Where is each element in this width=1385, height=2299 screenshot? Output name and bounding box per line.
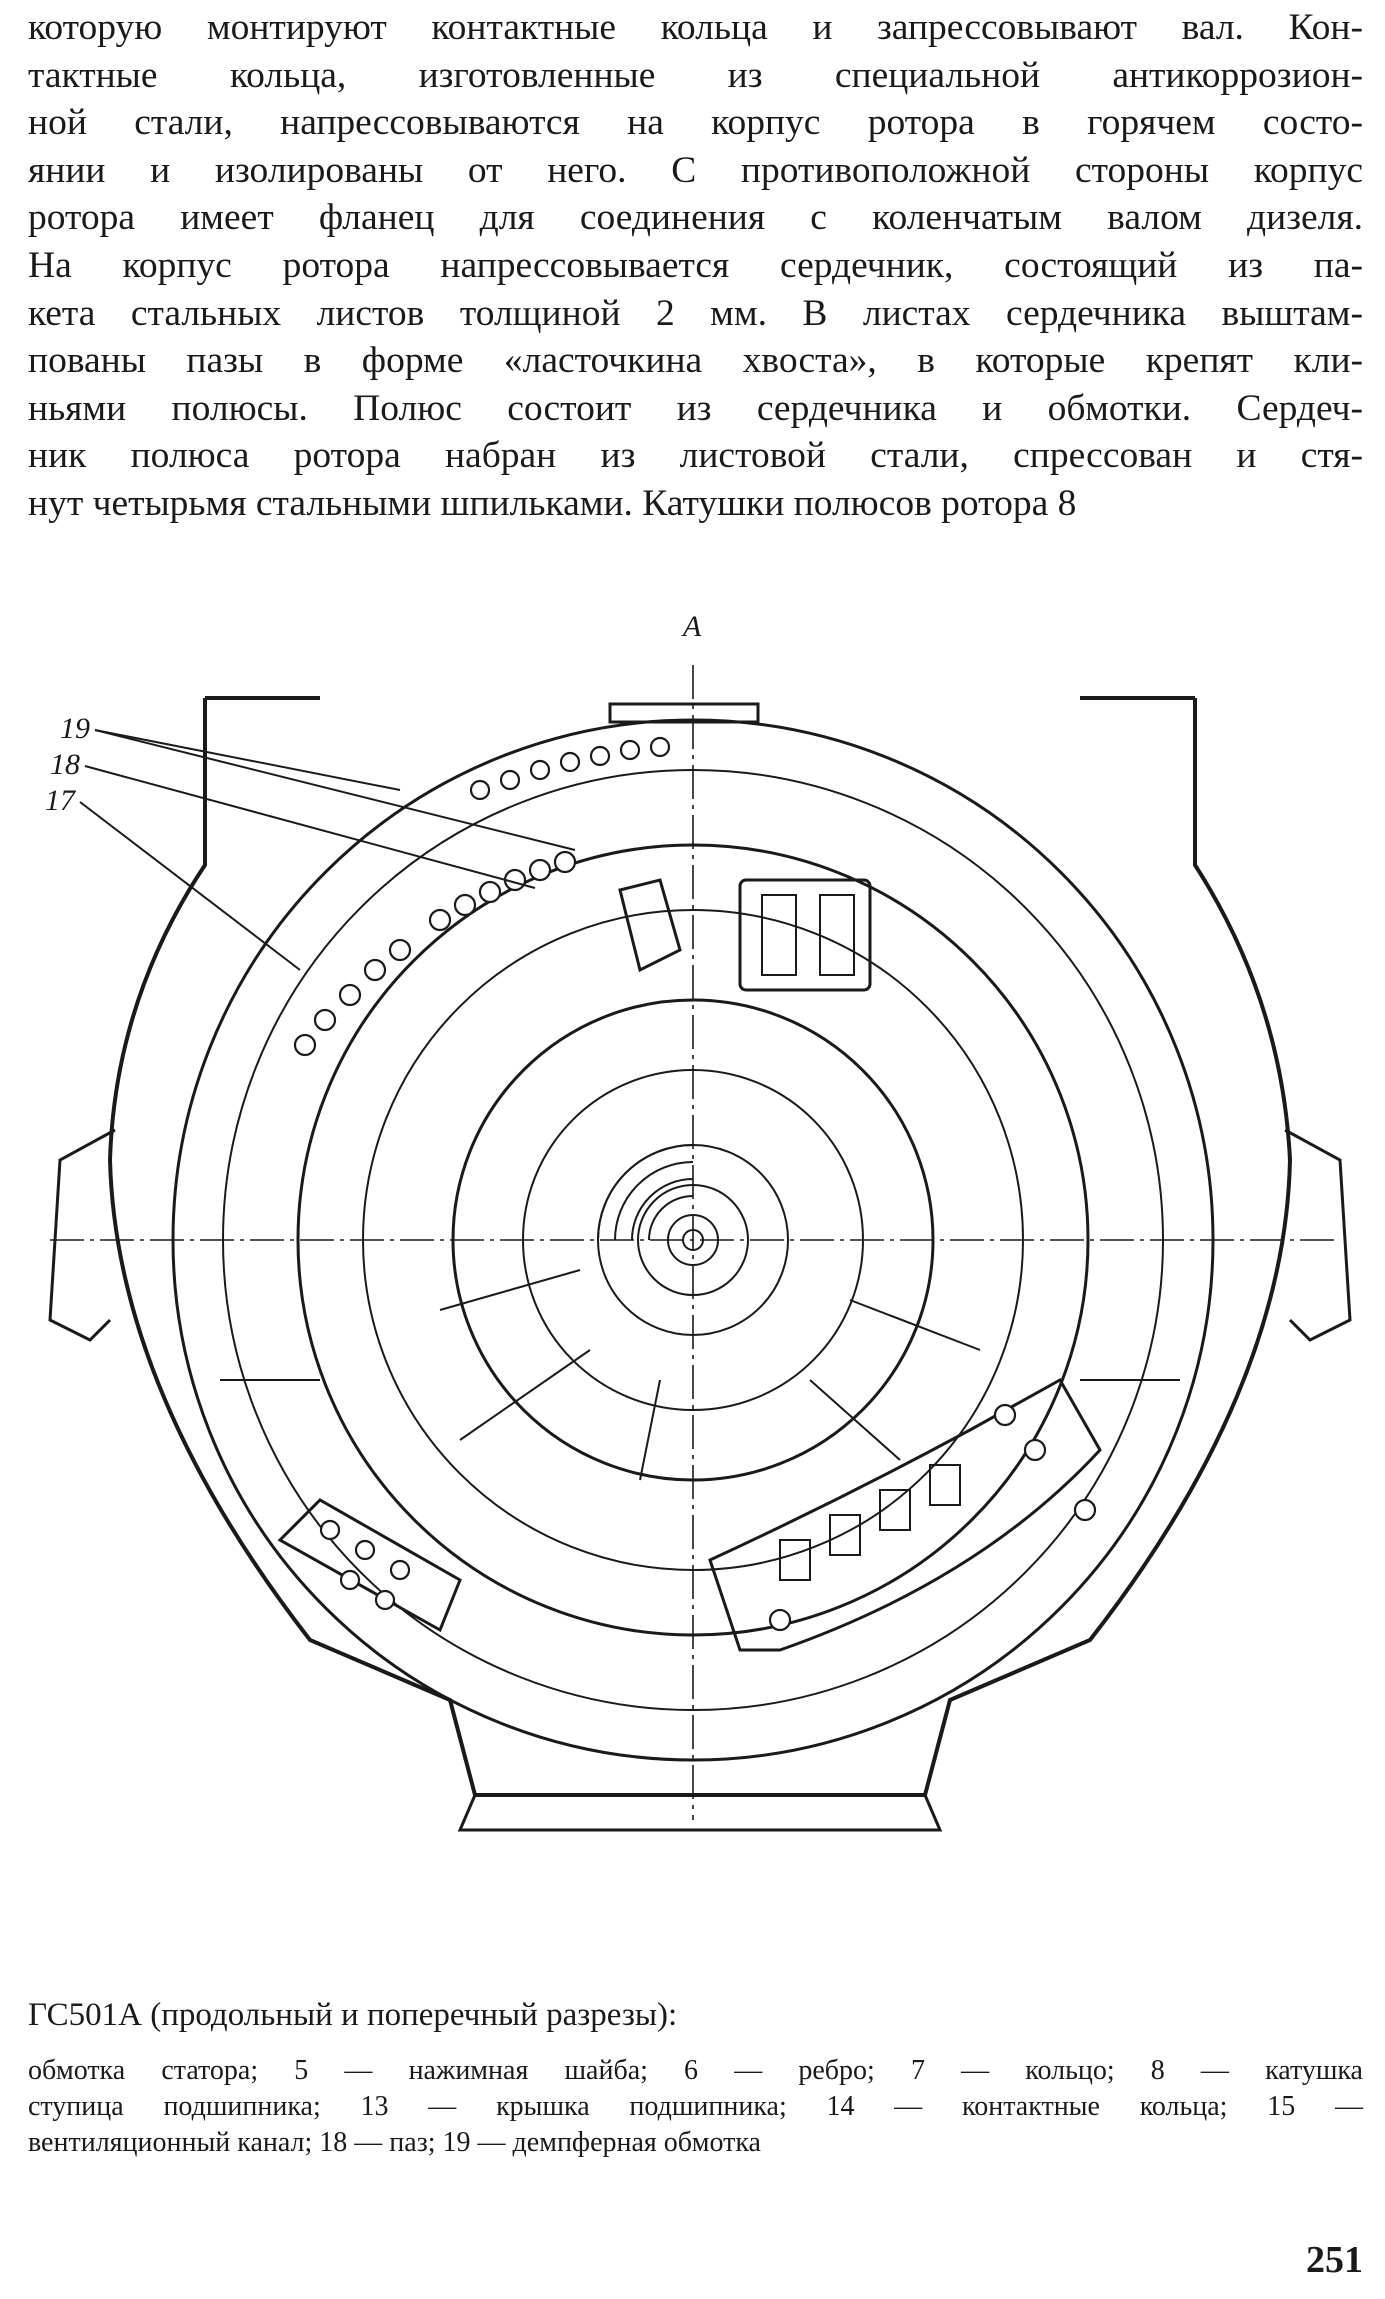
- technical-drawing: [48, 665, 1352, 1832]
- body-line: ньями полюсы. Полюс состоит из сердечник…: [28, 387, 1363, 429]
- leader-17: [79, 801, 301, 971]
- shaft-spiral: [597, 1144, 694, 1241]
- figure-legend: обмотка статора; 5 — нажимная шайба; 6 —…: [28, 2053, 1363, 2161]
- leader-18: [84, 765, 536, 889]
- left-foot: [48, 1128, 116, 1342]
- body-line: ротора имеет фланец для соединения с кол…: [28, 197, 1363, 239]
- spoke: [809, 1379, 901, 1461]
- spoke: [849, 1299, 981, 1351]
- leader-19: [94, 729, 401, 791]
- callout-17: 17: [45, 784, 75, 817]
- brush-gear: [708, 1377, 1102, 1652]
- body-line: янии и изолированы от него. С противопол…: [28, 149, 1363, 191]
- body-line: пованы пазы в форме «ласточкина хвоста»,…: [28, 340, 1363, 382]
- legend-line: ступица подшипника; 13 — крышка подшипни…: [28, 2091, 1363, 2122]
- top-plate: [608, 702, 760, 724]
- spoke: [639, 1379, 661, 1481]
- legend-line: обмотка статора; 5 — нажимная шайба; 6 —…: [28, 2055, 1363, 2086]
- body-line: которую монтируют контактные кольца и за…: [28, 7, 1363, 48]
- body-line: кета стальных листов толщиной 2 мм. В ли…: [28, 292, 1363, 334]
- body-paragraph: которую монтируют контактные кольца и за…: [28, 4, 1363, 528]
- body-line: тактные кольца, изготовленные из специал…: [28, 54, 1363, 96]
- callout-18: 18: [50, 748, 80, 781]
- body-line: ной стали, напрессовываются на корпус ро…: [28, 102, 1363, 144]
- callout-19: 19: [60, 712, 90, 745]
- page-number: 251: [1306, 2239, 1363, 2281]
- section-label: А: [683, 610, 702, 643]
- generator-cross-section-drawing: А 19 18 17: [20, 610, 1365, 1930]
- leader-19: [94, 729, 576, 851]
- figure-caption-title: ГС501А (продольный и поперечный разрезы)…: [28, 1997, 678, 2033]
- damper-winding: [293, 736, 671, 1057]
- base: [457, 1794, 943, 1832]
- spoke: [459, 1349, 591, 1441]
- rotor-pole: [618, 878, 872, 992]
- right-foot: [1284, 1128, 1352, 1342]
- legend-line: вентиляционный канал; 18 — паз; 19 — дем…: [28, 2127, 761, 2158]
- body-line: нут четырьмя стальными шпильками. Катушк…: [28, 482, 1077, 524]
- housing-outline: [107, 698, 1293, 1797]
- body-line: ник полюса ротора набран из листовой ста…: [28, 435, 1363, 477]
- terminal-block: [277, 1498, 462, 1633]
- body-line: На корпус ротора напрессовывается сердеч…: [28, 244, 1363, 286]
- spoke: [439, 1269, 581, 1311]
